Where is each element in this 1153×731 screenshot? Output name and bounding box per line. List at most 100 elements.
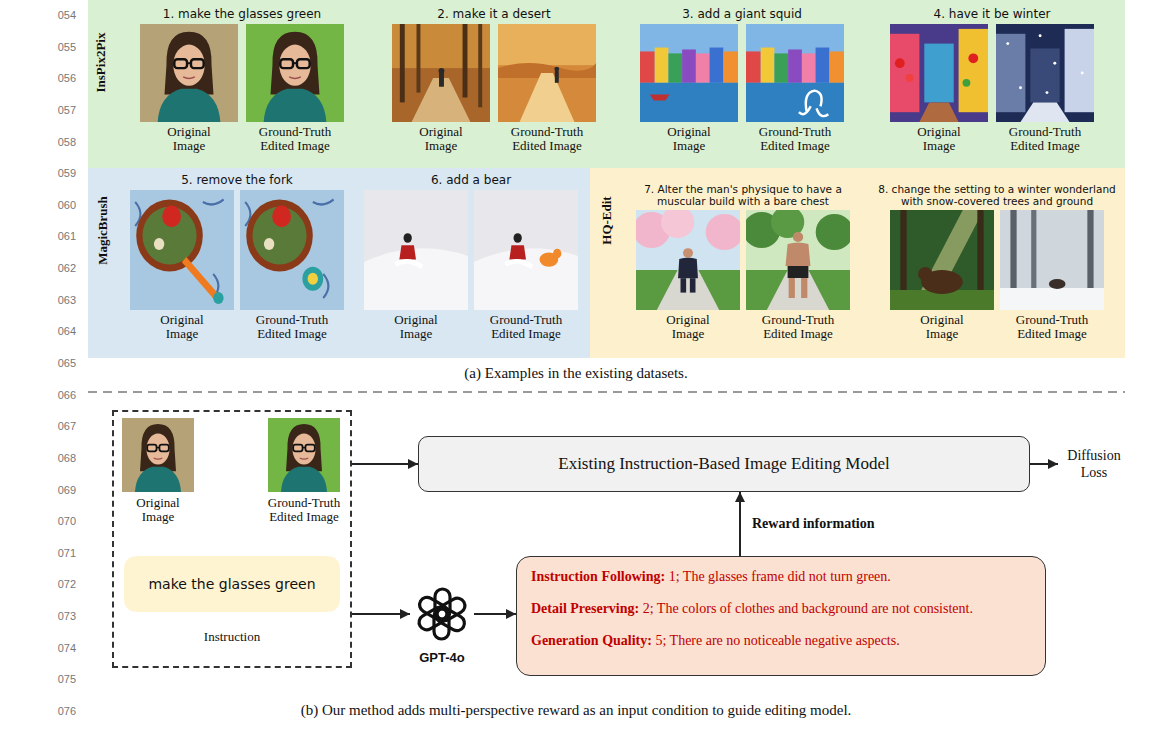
arrowhead xyxy=(735,492,745,502)
line-number: 057 xyxy=(36,103,76,117)
dataset-band: InsPix2Pix 1. make the glasses greenOrigi… xyxy=(88,0,1125,168)
photo xyxy=(890,24,988,122)
line-number: 064 xyxy=(36,324,76,338)
photo xyxy=(392,24,490,122)
line-number: 062 xyxy=(36,261,76,275)
line-number: 059 xyxy=(36,166,76,180)
image-label: Instruction xyxy=(162,630,302,644)
line-number: 076 xyxy=(36,704,76,718)
band-fill xyxy=(88,0,1125,168)
dashed-separator xyxy=(88,391,1125,393)
image-label: Ground-Truth Edited Image xyxy=(238,313,346,341)
photo xyxy=(364,190,468,310)
instruction-box: make the glasses green xyxy=(124,556,340,612)
image-label: Original Image xyxy=(409,125,473,153)
dataset-name: HQ-Edit xyxy=(599,196,614,244)
model-name: Existing Instruction-Based Image Editing… xyxy=(558,454,889,474)
line-number: 071 xyxy=(36,546,76,560)
reward-line: Detail Preserving: 2; The colors of clot… xyxy=(531,601,973,617)
arrowhead xyxy=(408,459,418,469)
image-label: Original Image xyxy=(657,125,721,153)
arrow-connector xyxy=(1030,459,1058,469)
line-number: 061 xyxy=(36,229,76,243)
arrow-connector xyxy=(735,492,745,556)
edge-label: Reward information xyxy=(750,516,877,532)
edit-instruction: 1. make the glasses green xyxy=(132,7,352,21)
edit-instruction: 4. have it be winter xyxy=(882,7,1102,21)
image-label: Ground-Truth Edited Image xyxy=(259,496,349,524)
line-number: 070 xyxy=(36,514,76,528)
arrowhead xyxy=(400,609,410,619)
photo xyxy=(130,190,234,310)
photo xyxy=(140,24,238,122)
arrow-connector xyxy=(474,609,516,619)
image-label: Ground-Truth Edited Image xyxy=(496,125,598,153)
input-group-box: Original Image Ground-Truth Edited ImageI… xyxy=(112,410,352,668)
band-fill xyxy=(88,168,590,358)
line-number: 058 xyxy=(36,135,76,149)
line-number: 072 xyxy=(36,577,76,591)
subfigure-caption: (a) Examples in the existing datasets. xyxy=(76,364,1076,382)
photo xyxy=(890,210,994,310)
dataset-band: MagicBrush 5. remove the forkOriginal Ima… xyxy=(88,168,590,358)
line-number: 055 xyxy=(36,40,76,54)
loss-node: Diffusion Loss xyxy=(1058,442,1130,486)
gpt-node: GPT-4o xyxy=(410,582,474,672)
dataset-name: MagicBrush xyxy=(94,196,109,265)
image-label: Original Image xyxy=(910,313,974,341)
arrow-connector xyxy=(352,459,418,469)
loss-text: Diffusion Loss xyxy=(1062,447,1126,481)
line-number: 067 xyxy=(36,419,76,433)
line-number: 074 xyxy=(36,641,76,655)
edit-instruction: 6. add a bear xyxy=(371,173,571,187)
photo xyxy=(1000,210,1104,310)
edit-instruction: 8. change the setting to a winter wonder… xyxy=(877,183,1117,207)
reward-line: Instruction Following: 1; The glasses fr… xyxy=(531,569,891,585)
image-label: Ground-Truth Edited Image xyxy=(244,125,346,153)
photo xyxy=(498,24,596,122)
gpt-logo xyxy=(416,589,467,639)
reward-comment: 5; There are no noticeable negative aspe… xyxy=(655,633,899,648)
photo xyxy=(122,418,194,492)
model-name: GPT-4o xyxy=(410,650,474,665)
image-label: Original Image xyxy=(157,125,221,153)
photo xyxy=(633,206,743,310)
arrow-connector xyxy=(352,609,410,619)
reward-aspect: Instruction Following: xyxy=(531,569,665,584)
dataset-name: InsPix2Pix xyxy=(93,32,108,92)
image-label: Ground-Truth Edited Image xyxy=(472,313,580,341)
dataset-band: HQ-Edit 7. Alter the man's physique to ha… xyxy=(590,168,1125,358)
subfigure-caption: (b) Our method adds multi-perspective re… xyxy=(76,701,1076,719)
reward-aspect: Generation Quality: xyxy=(531,633,652,648)
instruction-text: make the glasses green xyxy=(148,576,315,592)
reward-box: Instruction Following: 1; The glasses fr… xyxy=(516,556,1046,676)
image-label: Ground-Truth Edited Image xyxy=(744,313,852,341)
edit-instruction: 7. Alter the man's physique to have a mu… xyxy=(623,183,863,207)
edit-instruction: 5. remove the fork xyxy=(137,173,337,187)
reward-comment: 1; The glasses frame did not turn green. xyxy=(669,569,891,584)
arrowhead xyxy=(506,609,516,619)
photo xyxy=(743,206,853,310)
photo xyxy=(268,418,340,492)
photo xyxy=(474,190,578,310)
band-fill xyxy=(590,168,1125,358)
photo xyxy=(640,24,738,122)
model-box: Existing Instruction-Based Image Editing… xyxy=(418,436,1030,492)
photo xyxy=(240,190,344,310)
photo xyxy=(246,24,344,122)
image-label: Original Image xyxy=(384,313,448,341)
line-number: 056 xyxy=(36,71,76,85)
arrowhead xyxy=(1048,459,1058,469)
image-label: Ground-Truth Edited Image xyxy=(994,125,1096,153)
line-number: 068 xyxy=(36,451,76,465)
line-number: 054 xyxy=(36,8,76,22)
edit-instruction: 3. add a giant squid xyxy=(632,7,852,21)
line-number: 073 xyxy=(36,609,76,623)
line-number: 069 xyxy=(36,483,76,497)
image-label: Original Image xyxy=(125,496,191,524)
image-label: Original Image xyxy=(150,313,214,341)
line-number: 060 xyxy=(36,198,76,212)
image-label: Original Image xyxy=(656,313,720,341)
photo xyxy=(746,24,844,122)
